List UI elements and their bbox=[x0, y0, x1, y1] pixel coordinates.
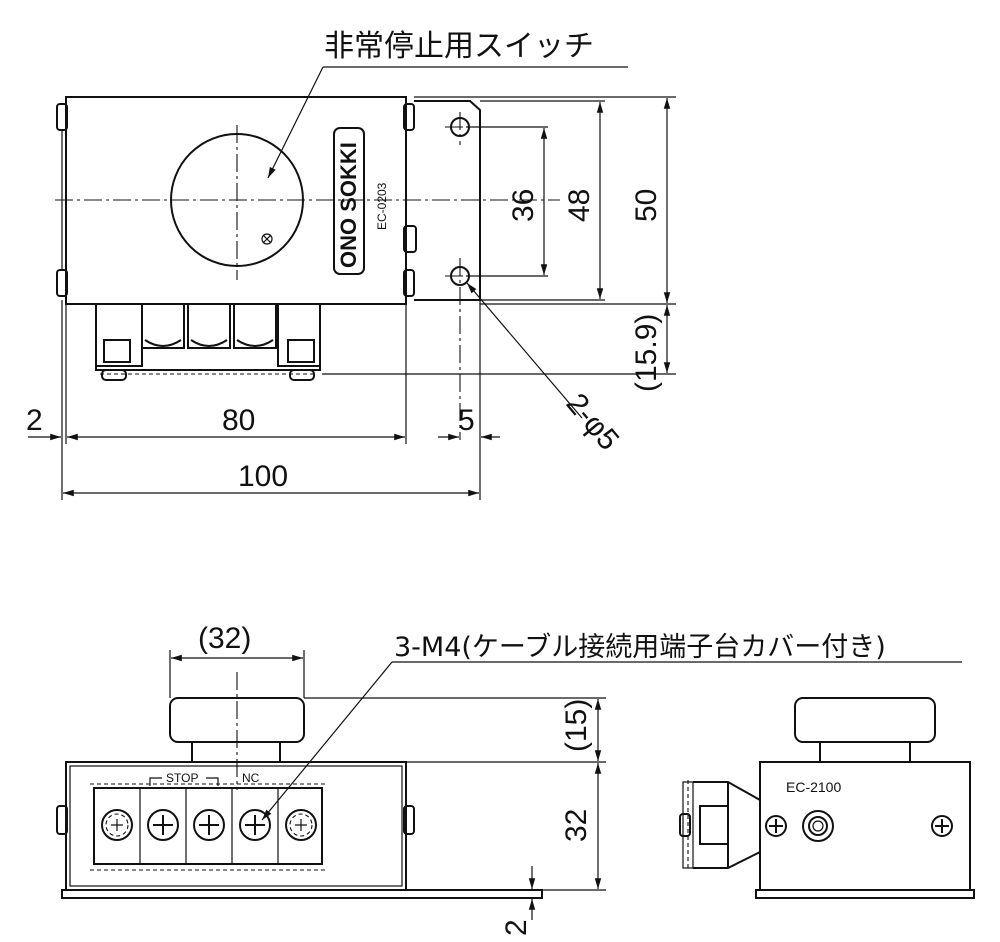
label-nc: NC bbox=[242, 771, 260, 785]
side-knob bbox=[794, 697, 936, 743]
side-screws bbox=[765, 815, 953, 837]
top-right-bump bbox=[403, 225, 417, 253]
model-label: EC-0203 bbox=[375, 182, 389, 230]
dim-2-top: 2 bbox=[26, 404, 43, 437]
label-terminal: 3-M4(ケーブル接続用端子台カバー付き) bbox=[394, 632, 886, 663]
dim-100: 100 bbox=[238, 460, 288, 493]
dim-15: (15) bbox=[560, 699, 593, 752]
mounting-bracket bbox=[414, 100, 481, 301]
front-view: STOP NC (32) 3-M4(ケーブル接続用端子台カバー付き) bbox=[56, 622, 962, 936]
screw-mark bbox=[261, 233, 273, 245]
dim-hole: 2-φ5 bbox=[560, 387, 626, 456]
label-emergency-switch: 非常停止用スイッチ bbox=[324, 29, 594, 64]
dim-50: 50 bbox=[630, 189, 663, 222]
dim-32-body: 32 bbox=[560, 809, 593, 842]
side-model-label: EC-2100 bbox=[786, 779, 841, 795]
top-view: ONO SOKKI EC-0203 非常停止用スイッチ 36 bbox=[26, 29, 676, 500]
dim-5: 5 bbox=[458, 404, 475, 437]
dim-32-knob: (32) bbox=[198, 622, 251, 655]
top-right-bump bbox=[403, 269, 415, 297]
side-view: EC-2100 bbox=[679, 697, 975, 899]
brand-logo: ONO SOKKI bbox=[336, 142, 361, 268]
terminal-screws bbox=[101, 809, 317, 841]
connector-icon bbox=[802, 810, 834, 842]
dim-80: 80 bbox=[222, 404, 255, 437]
dim-2-base: 2 bbox=[500, 919, 533, 936]
logo-plate bbox=[333, 127, 365, 275]
terminal-block-front bbox=[93, 787, 323, 865]
label-stop: STOP bbox=[166, 771, 198, 785]
dim-15-9: (15.9) bbox=[630, 314, 663, 392]
top-right-bump bbox=[403, 103, 415, 131]
dim-48: 48 bbox=[563, 189, 596, 222]
dim-36: 36 bbox=[507, 189, 540, 222]
